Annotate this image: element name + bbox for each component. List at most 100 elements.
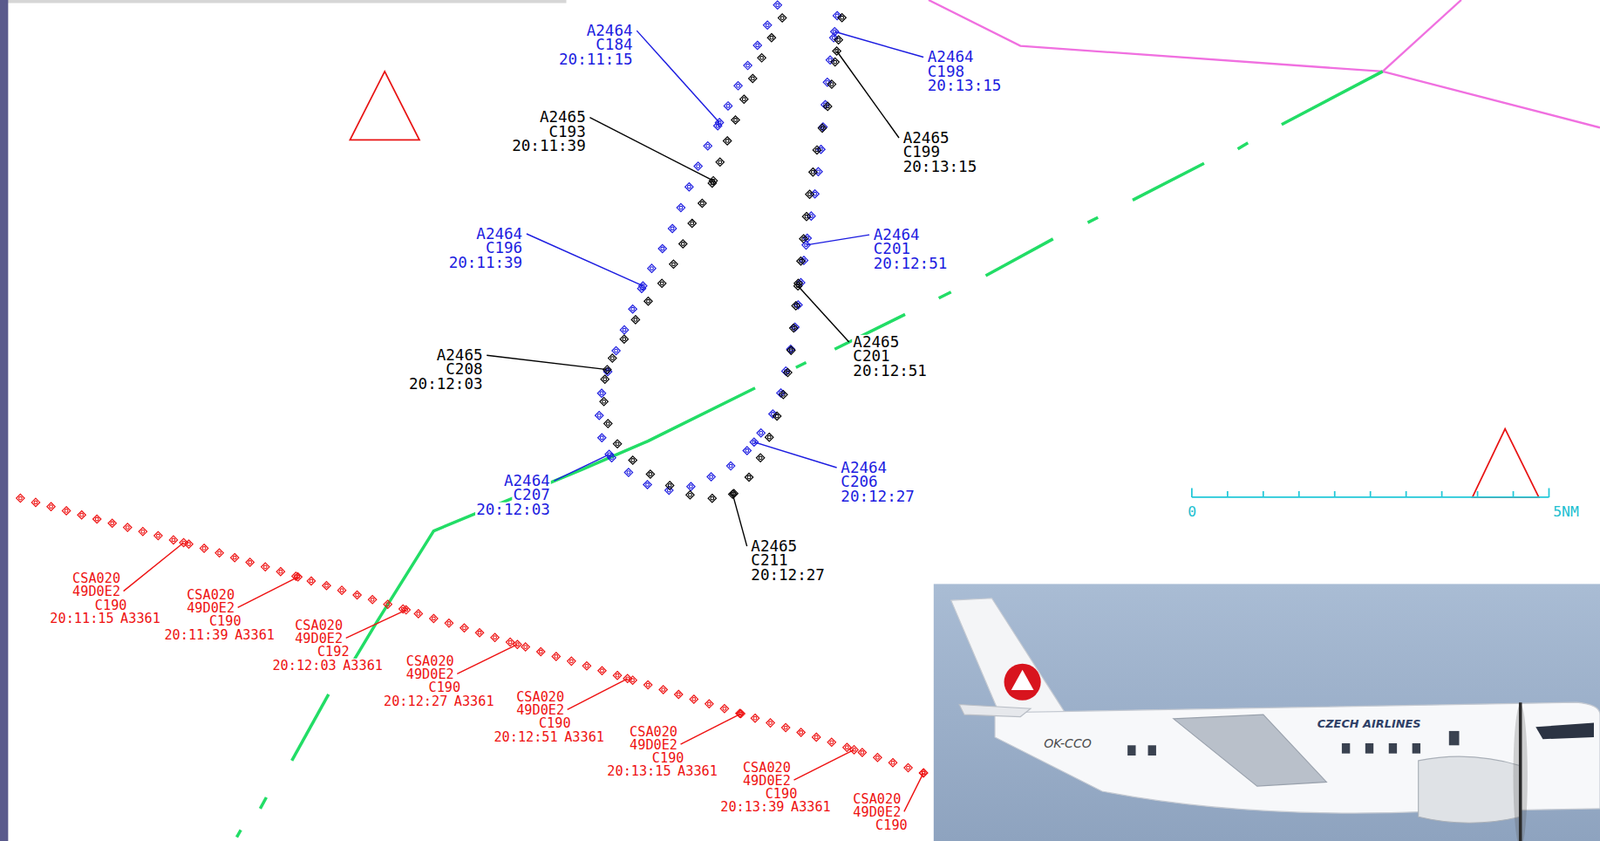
leader-line (732, 493, 747, 546)
plot-diamond (753, 40, 762, 49)
radar-plot-symbol (743, 61, 752, 69)
plot-diamond (743, 61, 752, 69)
reporting-point-triangle (1472, 428, 1539, 498)
plot-diamond (689, 694, 698, 703)
plot-diamond (230, 552, 239, 561)
plot-diamond (873, 753, 882, 762)
altitude-label: C190 (651, 750, 686, 764)
radar-plot-symbol (734, 81, 743, 90)
radar-plot-symbol (689, 694, 698, 703)
plot-dot (742, 97, 746, 102)
plot-dot (622, 327, 627, 332)
radar-plot-symbol (612, 346, 620, 355)
plot-dot (840, 15, 845, 20)
radar-plot-symbol (740, 95, 749, 103)
leader-line (754, 442, 838, 468)
plot-diamond (708, 493, 716, 502)
plot-diamond (674, 689, 683, 698)
leader-line (793, 748, 854, 780)
plot-diamond (687, 218, 696, 227)
plot-dot (597, 413, 601, 417)
route-segment (292, 694, 329, 761)
altitude-label: C198 (926, 64, 967, 81)
plot-dot (569, 659, 573, 663)
radar-plot-symbol (802, 211, 811, 220)
squawk-code: A3361 (453, 694, 496, 708)
radar-plot-symbol (631, 315, 640, 324)
plot-diamond (781, 722, 790, 731)
plot-diamond (567, 656, 576, 665)
radar-plot-symbol (31, 497, 40, 506)
plot-diamond (505, 637, 514, 646)
plot-diamond (812, 732, 821, 741)
callsign: CSA020 (293, 618, 344, 632)
plot-diamond (646, 469, 654, 478)
plot-dot (622, 337, 627, 341)
plot-diamond (631, 315, 640, 324)
plot-diamond (603, 365, 612, 374)
plot-dot (646, 682, 650, 687)
plot-dot (755, 43, 760, 48)
radar-plot-symbol (749, 437, 758, 446)
plot-dot (688, 492, 693, 497)
plot-diamond (513, 640, 522, 648)
plot-dot (860, 750, 865, 755)
time-stamp: 20:12:51 (872, 256, 949, 273)
radar-plot-symbol (837, 13, 846, 22)
plot-diamond (777, 13, 786, 22)
plot-diamond (814, 167, 823, 176)
plot-diamond (199, 544, 208, 552)
route-segment (1238, 142, 1249, 150)
radar-plot-symbol (850, 745, 858, 754)
plot-dot (706, 143, 710, 148)
radar-plot-symbol (108, 518, 116, 527)
radar-plot-symbol (714, 118, 723, 127)
plot-dot (710, 496, 715, 500)
plot-dot (759, 430, 763, 435)
plot-dot (730, 492, 735, 497)
leader-line (904, 772, 924, 811)
plot-dot (462, 626, 467, 630)
altitude-label: C201 (872, 241, 913, 258)
radar-plot-symbol (796, 728, 805, 736)
radar-plot-symbol (687, 218, 696, 227)
time-stamp: 20:12:27 (749, 567, 826, 584)
plot-diamond (643, 480, 652, 489)
radar-plot-symbol (766, 718, 775, 727)
time-stamp: 20:12:51 (492, 729, 559, 743)
plot-diamond (763, 20, 772, 29)
plot-dot (728, 463, 733, 468)
plot-diamond (154, 531, 163, 539)
radar-plot-symbol (643, 480, 652, 489)
plot-dot (386, 602, 390, 606)
plot-diamond (703, 142, 712, 150)
cabin-windows (1127, 730, 1459, 756)
radar-plot-symbol (604, 419, 613, 428)
plot-diamond (742, 446, 751, 455)
plot-dot (431, 616, 436, 620)
radar-plot-symbol (834, 35, 843, 44)
plot-diamond (665, 481, 674, 490)
leader-line (456, 644, 518, 675)
mode-s-address: 49D0E2 (71, 585, 122, 599)
plot-diamond (708, 176, 717, 184)
radar-plot-symbol (401, 605, 410, 613)
radar-plot-symbol (823, 102, 832, 110)
plot-dot (296, 574, 300, 579)
plot-diamond (773, 0, 782, 9)
callsign: A2465 (749, 538, 798, 555)
leader-line (834, 31, 924, 57)
radar-plot-symbol (777, 13, 786, 22)
radar-plot-symbol (676, 203, 685, 212)
route-segment (1088, 217, 1099, 223)
radar-plot-symbol (337, 585, 346, 594)
plot-dot (814, 735, 818, 739)
radar-plot-symbol (16, 493, 25, 502)
cockpit-window (1535, 722, 1594, 740)
radar-plot-symbol (832, 47, 841, 55)
plot-dot (34, 500, 38, 504)
plot-dot (804, 214, 809, 218)
plot-diamond (367, 595, 376, 604)
radar-plot-symbol (753, 40, 762, 49)
